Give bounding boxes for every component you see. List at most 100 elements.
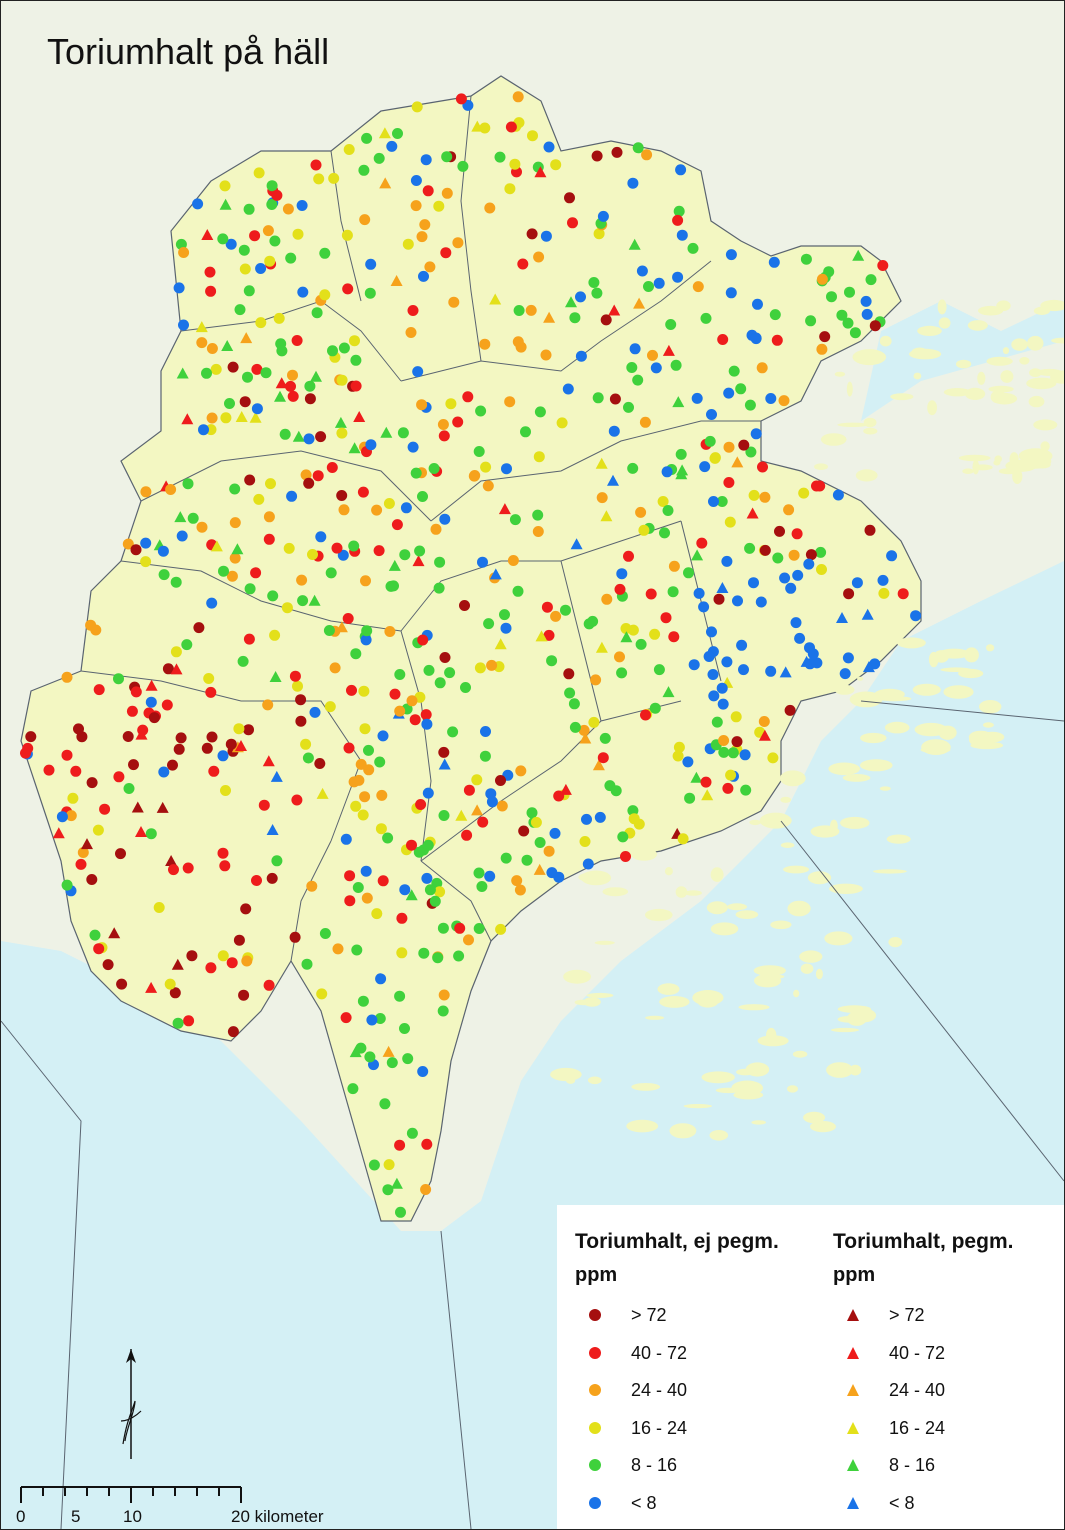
sample-point — [707, 669, 719, 680]
sample-point — [533, 251, 545, 263]
sample-point — [352, 882, 364, 893]
sample-point — [477, 816, 489, 828]
pegmatite-sample-point — [131, 801, 144, 813]
sample-point — [738, 439, 750, 451]
sample-point — [496, 800, 508, 812]
sample-point — [639, 416, 651, 428]
pegmatite-sample-point — [231, 543, 244, 555]
sample-point — [332, 943, 344, 955]
sample-point — [805, 315, 817, 327]
sample-point — [227, 361, 239, 373]
sample-point — [314, 758, 326, 769]
sample-point — [616, 667, 628, 679]
sample-point — [410, 200, 422, 212]
sample-point — [590, 674, 602, 686]
sample-point — [384, 626, 396, 637]
sample-point — [286, 490, 298, 502]
pegmatite-sample-point — [349, 1046, 362, 1058]
sample-point — [140, 537, 152, 549]
island — [787, 1085, 798, 1093]
sample-point — [445, 398, 457, 410]
sample-point — [327, 345, 338, 357]
pegmatite-sample-point — [348, 442, 361, 454]
sample-point — [208, 765, 220, 777]
sample-point — [363, 744, 374, 756]
sample-point — [130, 686, 142, 698]
island — [1029, 368, 1042, 378]
sample-point — [486, 659, 498, 671]
sample-point — [338, 504, 350, 516]
sample-point — [371, 504, 383, 516]
island — [578, 872, 602, 882]
sample-point — [534, 837, 546, 848]
island — [897, 637, 926, 649]
sample-point — [659, 527, 670, 539]
sample-point — [289, 670, 301, 682]
pegmatite-sample-point — [595, 641, 608, 653]
sample-point — [865, 274, 877, 286]
sample-point — [484, 202, 496, 214]
sample-point — [292, 228, 304, 240]
island — [826, 1062, 854, 1078]
sample-point — [115, 848, 126, 860]
sample-point — [244, 583, 256, 595]
sample-point — [382, 1184, 394, 1196]
sample-point — [130, 544, 142, 556]
sample-point — [755, 596, 767, 608]
pegmatite-sample-point — [240, 332, 253, 344]
sample-point — [229, 517, 241, 529]
sample-point — [512, 585, 524, 597]
sample-point — [693, 587, 705, 599]
pegmatite-sample-point — [494, 638, 507, 650]
sample-point — [460, 682, 471, 693]
pegmatite-sample-point — [135, 826, 147, 837]
sample-point — [703, 651, 715, 662]
island — [860, 732, 887, 744]
sample-point — [359, 723, 371, 735]
sample-point — [326, 462, 338, 473]
sample-point — [169, 987, 181, 999]
island — [588, 1076, 602, 1085]
sample-point — [175, 732, 187, 744]
sea-boundary — [440, 1230, 472, 1529]
island — [879, 786, 891, 791]
sample-point — [392, 128, 403, 139]
north-arrow-icon — [120, 1349, 142, 1459]
sample-point — [262, 225, 274, 237]
island — [659, 996, 690, 1008]
sample-point — [463, 784, 475, 796]
pegmatite-sample-point — [861, 608, 874, 620]
sample-point — [842, 652, 854, 664]
pegmatite-sample-point — [81, 838, 93, 850]
island — [631, 1083, 661, 1091]
island — [664, 867, 673, 876]
sample-point — [153, 902, 165, 913]
sample-point — [128, 759, 139, 771]
sample-points — [20, 91, 922, 1218]
sample-point — [819, 331, 831, 343]
sample-point — [25, 731, 37, 743]
pegmatite-sample-point — [662, 686, 675, 698]
sample-point — [350, 648, 362, 660]
sample-point — [394, 705, 406, 717]
pegmatite-sample-point — [382, 1045, 395, 1057]
sample-point — [161, 699, 173, 711]
sample-point — [302, 752, 314, 764]
sample-point — [172, 1017, 184, 1029]
sample-point — [394, 669, 406, 680]
sample-point — [287, 390, 299, 402]
sample-point — [627, 177, 639, 189]
island — [943, 388, 972, 397]
sample-point — [564, 687, 576, 699]
sample-point — [170, 576, 182, 588]
sample-point — [564, 192, 575, 204]
island — [967, 320, 988, 331]
pegmatite-sample-point — [379, 177, 392, 189]
island — [956, 359, 972, 369]
sample-point — [649, 628, 661, 640]
sample-point — [349, 335, 360, 347]
circle-symbol-icon — [589, 1459, 601, 1471]
island — [751, 1120, 766, 1125]
island — [710, 922, 739, 936]
sample-point — [306, 880, 318, 892]
